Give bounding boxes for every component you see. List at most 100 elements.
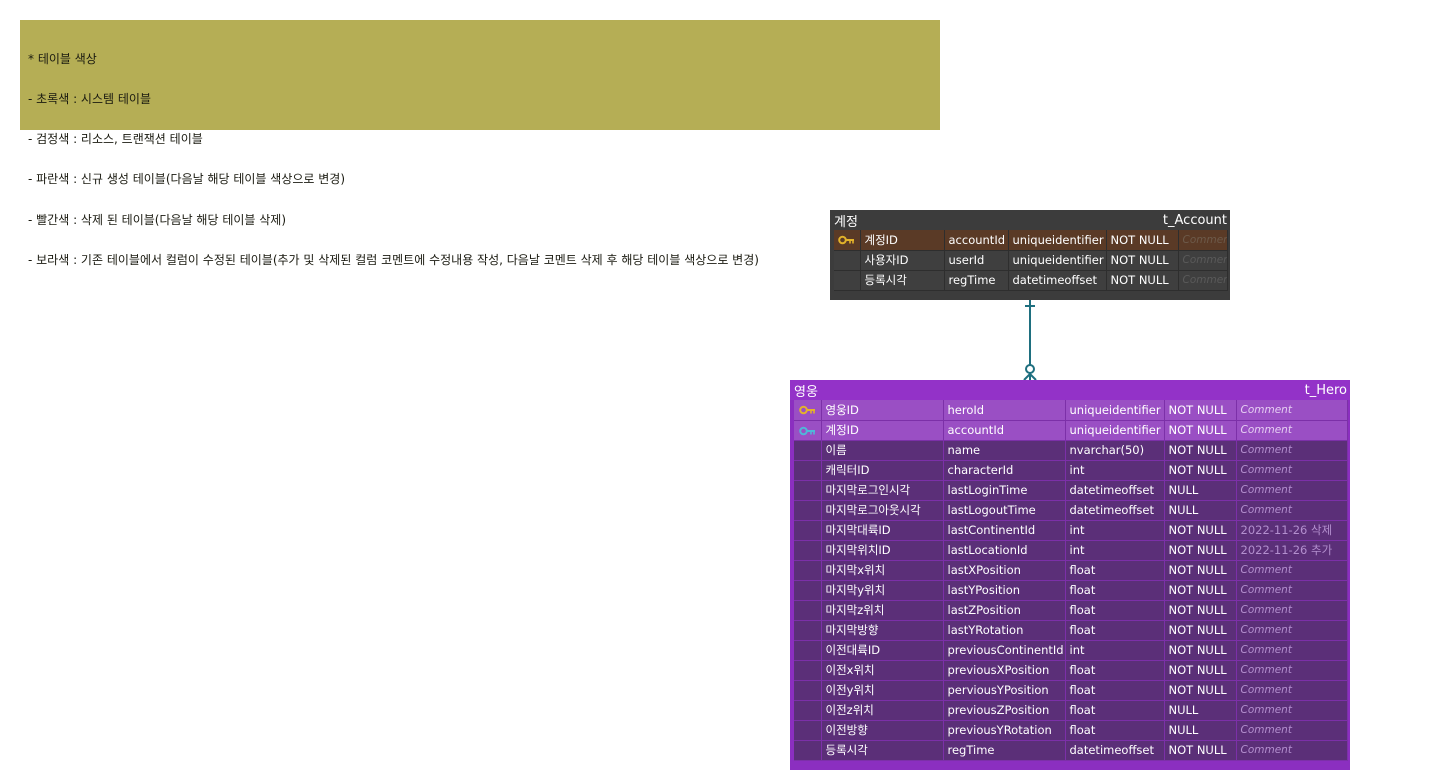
column-comment: Comment (1236, 500, 1348, 521)
column-comment: Comment (1236, 400, 1348, 421)
column-nullability: NOT NULL (1164, 540, 1237, 561)
column-nullability: NOT NULL (1164, 660, 1237, 681)
column-logical-name: 이전y위치 (821, 680, 944, 701)
key-cell (794, 460, 822, 481)
column-physical-name: lastXPosition (943, 560, 1066, 581)
key-cell (794, 560, 822, 581)
key-cell (794, 600, 822, 621)
key-cell (794, 480, 822, 501)
column-nullability: NOT NULL (1164, 680, 1237, 701)
key-cell (834, 250, 861, 271)
column-comment: Comment (1236, 720, 1348, 741)
column-logical-name: 마지막x위치 (821, 560, 944, 581)
column-physical-name: regTime (943, 740, 1066, 761)
column-data-type: float (1065, 700, 1165, 721)
column-data-type: int (1065, 460, 1165, 481)
column-data-type: nvarchar(50) (1065, 440, 1165, 461)
column-comment: Comment (1236, 660, 1348, 681)
column-physical-name: accountId (944, 230, 1009, 251)
column-data-type: uniqueidentifier (1008, 230, 1107, 251)
key-cell (794, 500, 822, 521)
key-cell (794, 660, 822, 681)
column-nullability: NOT NULL (1164, 580, 1237, 601)
column-comment: Comment (1236, 700, 1348, 721)
column-data-type: datetimeoffset (1065, 480, 1165, 501)
column-nullability: NOT NULL (1164, 640, 1237, 661)
column-logical-name: 이전z위치 (821, 700, 944, 721)
foreign-key-icon (798, 423, 816, 437)
key-cell (794, 580, 822, 601)
column-physical-name: accountId (943, 420, 1066, 441)
note-line: - 파란색 : 신규 생성 테이블(다음날 해당 테이블 색상으로 변경) (28, 172, 346, 187)
key-cell (794, 440, 822, 461)
column-nullability: NULL (1164, 700, 1237, 721)
column-data-type: datetimeoffset (1065, 500, 1165, 521)
column-comment: Comment (1236, 640, 1348, 661)
entity-header[interactable]: 영웅 t_Hero (790, 380, 1350, 400)
column-comment: Comment (1178, 250, 1228, 271)
column-data-type: int (1065, 640, 1165, 661)
column-comment: Comment (1236, 560, 1348, 581)
column-comment: Comment (1236, 460, 1348, 481)
column-logical-name: 계정ID (821, 420, 944, 441)
key-cell (794, 540, 822, 561)
column-data-type: float (1065, 560, 1165, 581)
column-logical-name: 마지막방향 (821, 620, 944, 641)
column-nullability: NOT NULL (1164, 400, 1237, 421)
key-cell (794, 640, 822, 661)
column-logical-name: 마지막로그아웃시각 (821, 500, 944, 521)
column-data-type: uniqueidentifier (1065, 420, 1165, 441)
column-physical-name: previousYRotation (943, 720, 1066, 741)
column-physical-name: previousXPosition (943, 660, 1066, 681)
key-cell (794, 620, 822, 641)
entity-physical-name: t_Hero (1304, 382, 1347, 398)
entity-physical-name: t_Account (1162, 212, 1227, 228)
column-data-type: float (1065, 680, 1165, 701)
entity-header[interactable]: 계정 t_Account (830, 210, 1230, 230)
primary-key-icon (798, 403, 816, 417)
column-physical-name: lastZPosition (943, 600, 1066, 621)
note-line: - 초록색 : 시스템 테이블 (28, 92, 151, 107)
column-physical-name: lastContinentId (943, 520, 1066, 541)
entity-logical-name: 계정 (834, 214, 858, 230)
column-nullability: NOT NULL (1164, 560, 1237, 581)
table-color-legend-note[interactable]: * 테이블 색상 - 초록색 : 시스템 테이블 - 검정색 : 리소스, 트랜… (20, 20, 940, 267)
key-cell (794, 420, 822, 441)
column-data-type: float (1065, 580, 1165, 601)
column-data-type: float (1065, 660, 1165, 681)
column-physical-name: perviousYPosition (943, 680, 1066, 701)
column-data-type: float (1065, 620, 1165, 641)
key-cell (794, 700, 822, 721)
column-logical-name: 영웅ID (821, 400, 944, 421)
column-nullability: NOT NULL (1164, 520, 1237, 541)
column-comment: 2022-11-26 추가 (1236, 540, 1348, 561)
column-data-type: int (1065, 540, 1165, 561)
column-physical-name: previousZPosition (943, 700, 1066, 721)
column-data-type: datetimeoffset (1008, 270, 1107, 291)
